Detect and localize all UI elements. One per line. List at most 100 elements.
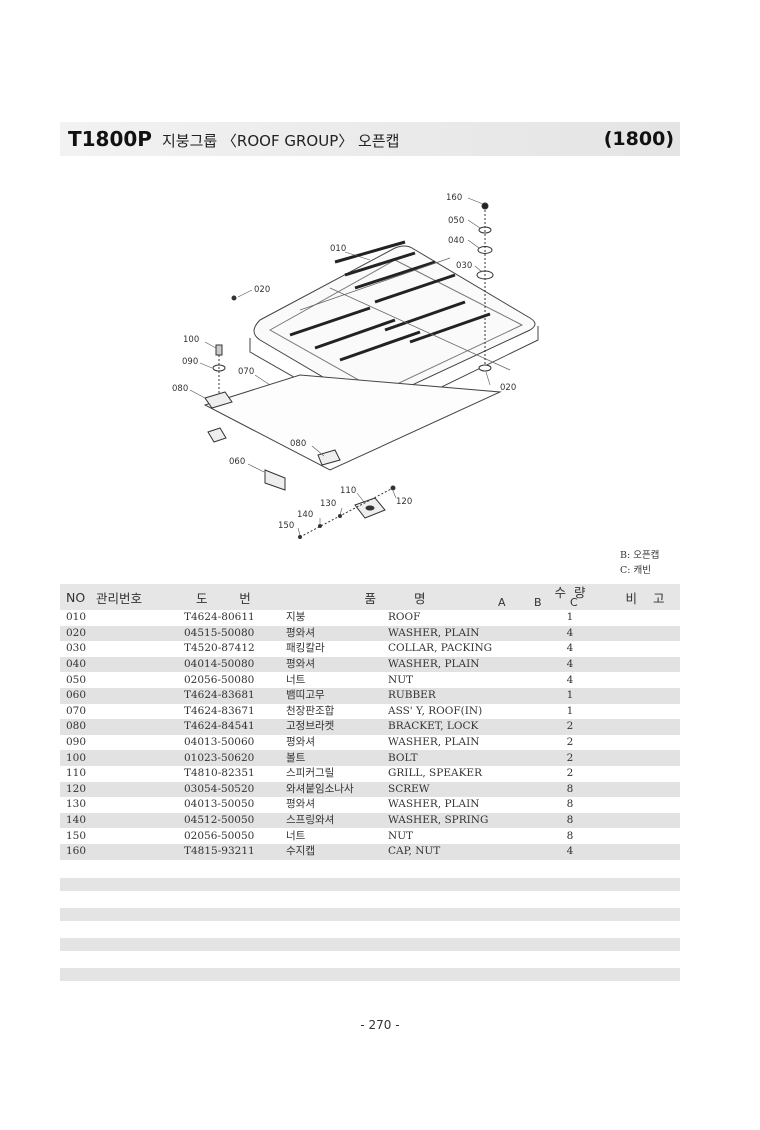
cell-remarks <box>610 766 680 782</box>
page-header: T1800P 지붕그룹 〈ROOF GROUP〉 오픈캡 (1800) <box>60 122 680 156</box>
cell-part-no: 01023-50620 <box>178 750 286 766</box>
group-title: 지붕그룹 〈ROOF GROUP〉 오픈캡 <box>161 132 400 150</box>
cell-mgmt-no <box>96 828 178 844</box>
cell-no: 080 <box>60 719 96 735</box>
cell-mgmt-no <box>96 797 178 813</box>
blank-row-stripe <box>60 908 680 921</box>
cell-qty-b: 4 <box>566 673 574 686</box>
cell-english-name: RUBBER <box>388 687 530 704</box>
cell-remarks <box>610 625 680 642</box>
cell-qty-b: 8 <box>530 781 610 798</box>
cell-english-name: ROOF <box>388 611 421 624</box>
cell-part-no: 04512-50050 <box>178 812 286 829</box>
cell-english-name: WASHER, PLAIN <box>388 736 480 749</box>
cell-qty-b: 2 <box>530 750 610 766</box>
cell-mgmt-no <box>96 735 178 751</box>
cell-remarks <box>610 750 680 766</box>
cell-no: 150 <box>66 829 87 842</box>
cell-no: 070 <box>66 704 87 717</box>
cell-english-name: BOLT <box>388 750 530 766</box>
inner-roof-sheet-drawing <box>203 374 502 471</box>
cell-part-no: 04014-50080 <box>178 656 286 673</box>
cell-part-no: T4520-87412 <box>184 642 255 655</box>
cell-part-no: T4624-83681 <box>178 687 286 704</box>
cell-remarks <box>610 781 680 798</box>
cell-qty-b: 1 <box>566 704 574 717</box>
cell-korean-name: 뱀띠고무 <box>286 687 388 704</box>
cell-english-name: ASS' Y, ROOF(IN) <box>388 704 483 717</box>
label-130: 130 <box>320 499 336 509</box>
speaker-grill-drawing <box>298 485 396 539</box>
cell-qty-b: 4 <box>566 642 574 655</box>
cell-no: 130 <box>66 798 87 811</box>
label-090: 090 <box>182 357 198 367</box>
cell-qty-b: 1 <box>530 687 610 704</box>
legend-b: B: 오픈캡 <box>620 550 660 561</box>
cell-remarks <box>610 735 680 751</box>
blank-row-stripe <box>60 968 680 981</box>
cell-remarks <box>610 610 680 626</box>
cell-remarks <box>610 812 680 829</box>
label-070: 070 <box>238 367 254 377</box>
cell-part-no: T4810-82351 <box>184 767 255 780</box>
cell-remarks <box>610 641 680 657</box>
cell-english-name: NUT <box>388 829 414 842</box>
cell-part-no: 04013-50060 <box>184 736 255 749</box>
bolt-stack-left-drawing <box>204 295 341 466</box>
cell-no: 090 <box>66 736 87 749</box>
cell-remarks <box>610 843 680 860</box>
cell-qty-b: 8 <box>566 829 574 842</box>
cell-no: 140 <box>60 812 96 829</box>
cell-no: 030 <box>66 642 87 655</box>
exploded-parts-diagram: 160 050 040 030 010 020 020 100 090 070 … <box>172 193 539 539</box>
rubber-seal-drawing <box>264 469 286 491</box>
cell-mgmt-no <box>96 610 178 626</box>
header-name-left: 품 <box>286 584 388 610</box>
label-160: 160 <box>446 193 462 203</box>
page-number: - 270 - <box>360 1018 400 1032</box>
label-010: 010 <box>330 244 346 254</box>
cell-korean-name: 평와셔 <box>286 625 388 642</box>
serial-range: (1800) <box>603 128 674 150</box>
label-100: 100 <box>183 335 199 345</box>
cell-part-no: 02056-50080 <box>184 673 255 686</box>
cell-part-no: 04013-50050 <box>184 798 255 811</box>
table-header-row: NO 관리번호 도 번 품 명 수 량 A B C 비 고 <box>60 584 680 610</box>
cell-qty-b: 2 <box>566 767 574 780</box>
label-080-left: 080 <box>172 384 188 394</box>
cell-qty-b: 4 <box>530 625 610 642</box>
cell-korean-name: 너트 <box>286 673 306 686</box>
cell-remarks <box>610 687 680 704</box>
label-020-right: 020 <box>500 383 516 393</box>
cell-english-name: NUT <box>388 673 414 686</box>
cell-korean-name: 고정브라켓 <box>286 719 388 735</box>
cell-part-no: T4815-93211 <box>178 843 286 860</box>
cell-korean-name: 평와셔 <box>286 798 315 811</box>
bolt-stack-right-drawing <box>476 202 494 372</box>
header-qty-title: 수 량 <box>554 585 586 600</box>
cell-english-name: COLLAR, PACKING <box>388 642 493 655</box>
cell-mgmt-no <box>96 766 178 782</box>
cell-english-name: WASHER, PLAIN <box>388 798 480 811</box>
cell-remarks <box>610 704 680 720</box>
label-020-left: 020 <box>254 285 270 295</box>
label-050: 050 <box>448 216 464 226</box>
cell-no: 160 <box>60 843 96 860</box>
cell-remarks <box>610 828 680 844</box>
header-remarks: 비 고 <box>610 584 680 610</box>
model-name: T1800P <box>68 127 152 151</box>
cell-english-name: GRILL, SPEAKER <box>388 767 482 780</box>
cell-qty-b: 2 <box>566 736 574 749</box>
cell-mgmt-no <box>96 781 178 798</box>
cell-korean-name: 너트 <box>286 829 306 842</box>
label-110: 110 <box>340 486 356 496</box>
header-quantity: 수 량 A B C <box>498 584 610 610</box>
